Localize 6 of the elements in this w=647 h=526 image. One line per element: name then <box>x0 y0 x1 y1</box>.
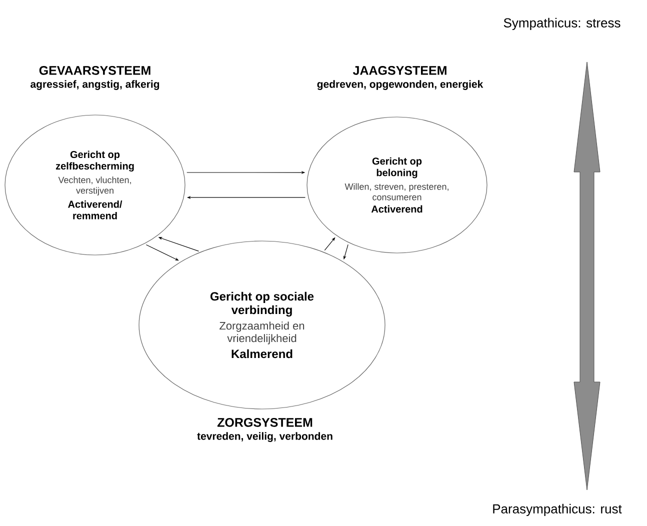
arrow <box>146 244 179 261</box>
system-heading: JAAGSYSTEEM gedreven, opgewonden, energiek <box>317 66 484 90</box>
system-heading: ZORGSYSTEEM tevreden, veilig, verbonden <box>197 418 332 442</box>
scale-label: Parasympathicus: rust <box>493 504 622 516</box>
scale-label: Sympathicus: stress <box>504 18 620 30</box>
system-heading: GEVAARSYSTEEM agressief, angstig, afkerig <box>30 66 160 90</box>
